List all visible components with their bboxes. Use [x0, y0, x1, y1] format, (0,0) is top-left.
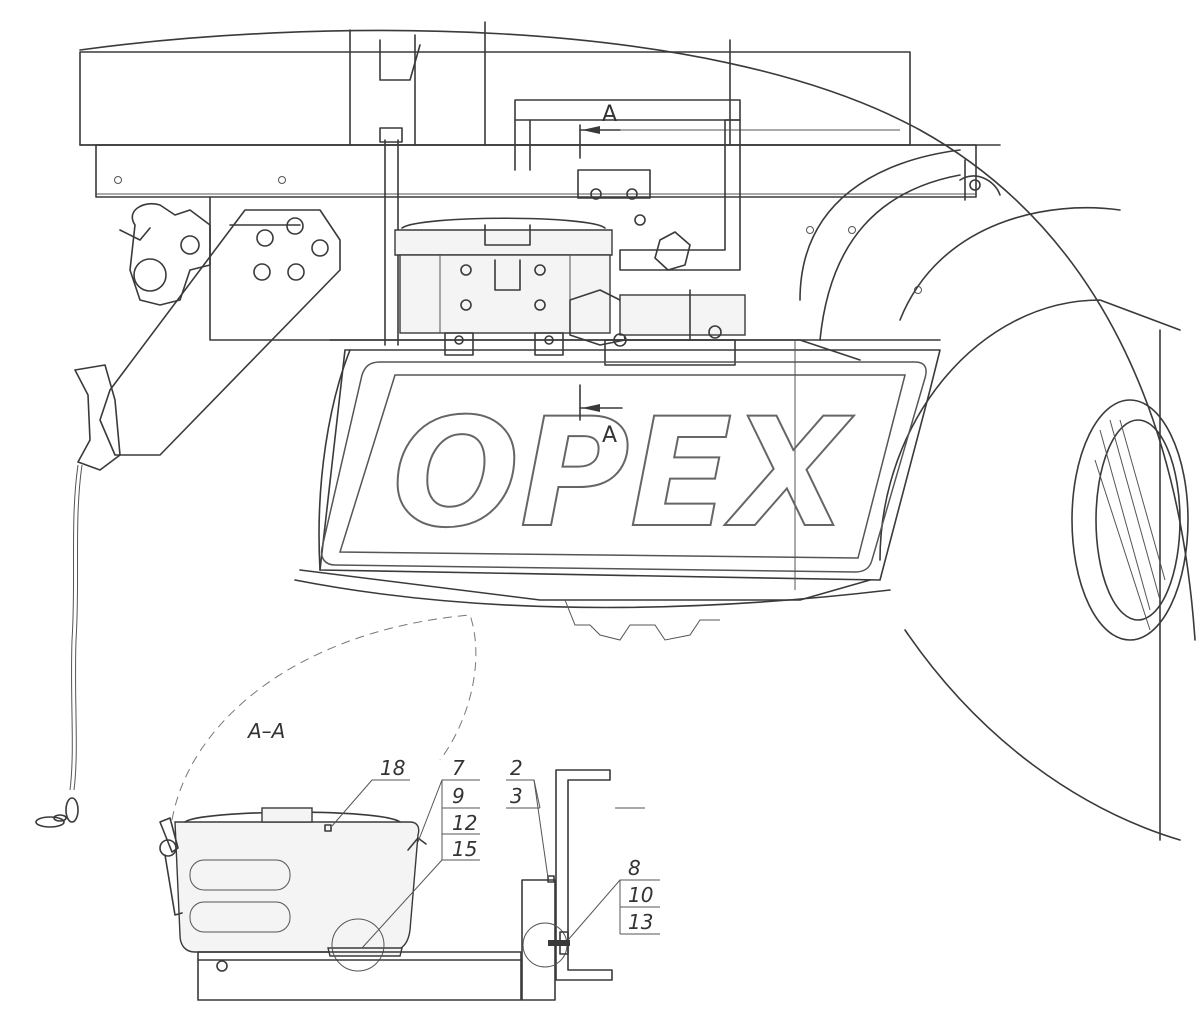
- callout-13: 13: [628, 910, 653, 934]
- battery-box-top-view: [379, 127, 746, 366]
- callout-12: 12: [452, 811, 477, 835]
- callout-15: 15: [452, 837, 477, 861]
- callout-8: 8: [628, 856, 641, 880]
- section-mark-upper: A: [579, 102, 621, 159]
- detail-boundary: [171, 614, 477, 821]
- callout-18: 18: [380, 756, 405, 780]
- callout-3: 3: [510, 784, 523, 808]
- section-label-upper: A: [602, 102, 617, 127]
- bolt-group: [253, 217, 329, 281]
- section-label-lower: A: [602, 423, 617, 448]
- shield-plate: [294, 340, 941, 641]
- detail-view-a-a: A–A: [159, 614, 645, 1001]
- callout-group: 18 7 9 12 15 2 3 8 10 13: [331, 756, 660, 949]
- callout-2: 2: [510, 756, 523, 780]
- watermark-text: OPEX: [392, 387, 854, 561]
- view-title: A–A: [246, 719, 285, 743]
- hitch-assembly: [35, 203, 341, 828]
- callout-9: 9: [452, 784, 465, 808]
- callout-10: 10: [628, 883, 653, 907]
- section-mark-lower: A: [579, 384, 623, 448]
- watermark: OPEX: [320, 361, 927, 573]
- callout-7: 7: [452, 756, 465, 780]
